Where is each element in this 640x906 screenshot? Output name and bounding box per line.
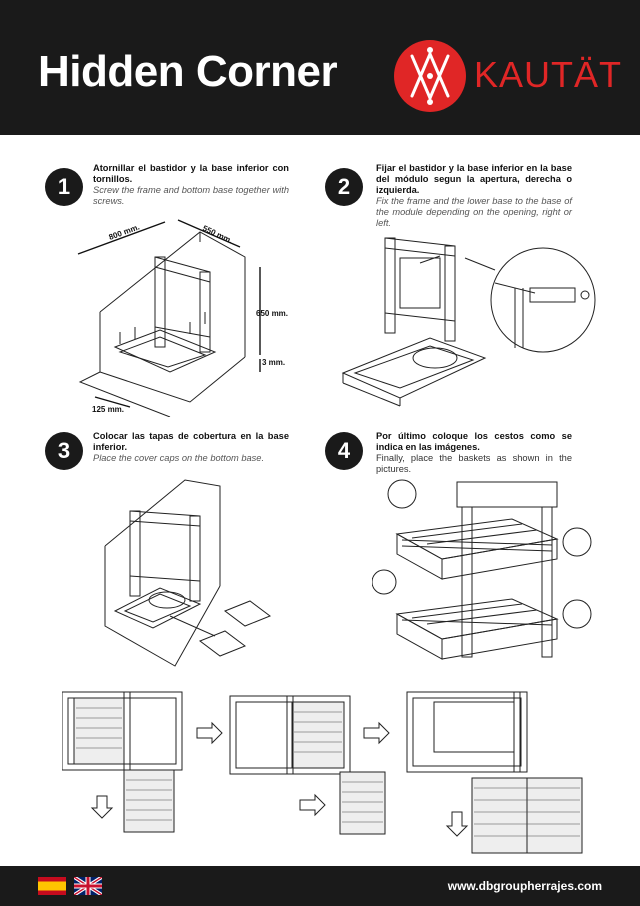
dimension-3: 3 mm.: [262, 358, 285, 367]
arrow-right-icon: [363, 721, 390, 745]
dimension-800: 800 mm.: [108, 222, 141, 241]
step-4-illustration: [372, 479, 592, 660]
step-2-number: 2: [325, 168, 363, 206]
step-1-text: Atornillar el bastidor y la base inferio…: [93, 163, 289, 207]
step-1-number: 1: [45, 168, 83, 206]
dimension-650: 650 mm.: [256, 309, 288, 318]
step-3-illustration: [104, 479, 272, 667]
es-flag-icon[interactable]: [38, 877, 66, 895]
step-1-text-es: Atornillar el bastidor y la base inferio…: [93, 163, 289, 184]
page-footer: www.dbgroupherrajes.com: [0, 866, 640, 906]
step-2-text-es: Fijar el bastidor y la base inferior en …: [376, 163, 572, 195]
step-2-text: Fijar el bastidor y la base inferior en …: [376, 163, 572, 229]
brand-name: KAUTÄT: [474, 54, 623, 95]
page-title: Hidden Corner: [38, 47, 338, 96]
step-2-illustration: [341, 237, 596, 407]
kautat-emblem-icon: [394, 40, 466, 112]
step-3-text: Colocar las tapas de cobertura en la bas…: [93, 431, 289, 464]
arrow-right-icon: [299, 793, 326, 817]
page-header: Hidden Corner KAUTÄT: [0, 0, 640, 135]
step-4-text-es: Por último coloque los cestos como se in…: [376, 431, 572, 452]
arrow-down-icon: [445, 811, 469, 837]
step-4-text-en: Finally, place the baskets as shown in t…: [376, 453, 572, 474]
step-3-text-en: Place the cover caps on the bottom base.: [93, 453, 265, 463]
uk-flag-icon[interactable]: [74, 877, 102, 895]
basket-sequence-diagram: [62, 691, 583, 854]
brand-logo: KAUTÄT: [392, 38, 621, 114]
arrow-down-icon: [90, 795, 114, 819]
step-1-illustration: 800 mm. 550 mm. 650 mm. 3 mm. 125 mm.: [77, 219, 288, 417]
website-link[interactable]: www.dbgroupherrajes.com: [447, 879, 602, 893]
step-4-text: Por último coloque los cestos como se in…: [376, 431, 572, 475]
step-4-number: 4: [325, 432, 363, 470]
arrow-right-icon: [196, 721, 223, 745]
step-2-text-en: Fix the frame and the lower base to the …: [376, 196, 572, 228]
dimension-125: 125 mm.: [92, 405, 124, 414]
step-3-text-es: Colocar las tapas de cobertura en la bas…: [93, 431, 289, 452]
step-1-text-en: Screw the frame and bottom base together…: [93, 185, 289, 206]
step-3-number: 3: [45, 432, 83, 470]
